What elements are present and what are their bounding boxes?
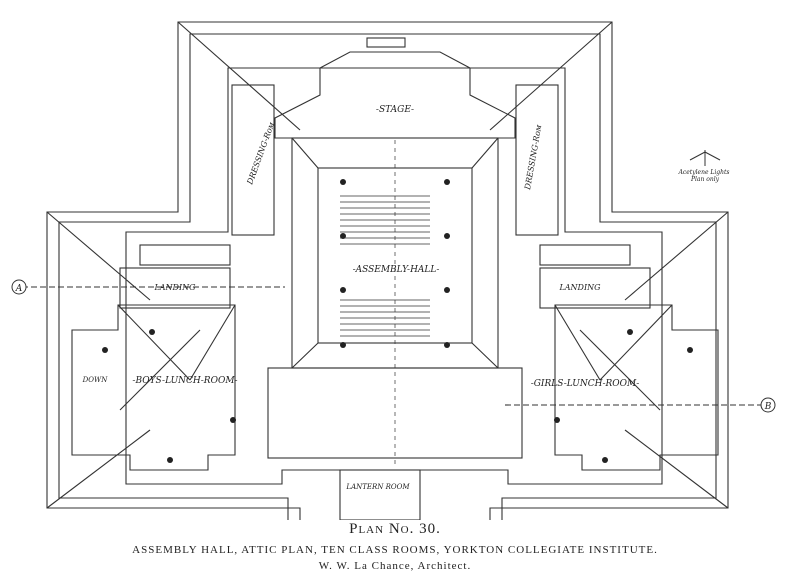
section-marker-b: B: [760, 397, 776, 413]
landing-right-label: LANDING: [558, 283, 601, 292]
lighting-note-line-2: Plan only: [690, 176, 720, 183]
section-marker-b-label: B: [764, 402, 772, 412]
landing-left-label: LANDING: [153, 283, 196, 292]
lantern-room-outline: [339, 469, 421, 520]
boys-lunch-room-label: -BOYS-LUNCH-ROOM-: [132, 376, 237, 386]
lighting-note: Acetylene Lights Plan only: [678, 169, 732, 183]
wall-outline: [125, 67, 663, 485]
north-arrow-icon: [689, 150, 721, 166]
floor-plan-drawing: A B Acetylene Lights Plan only -STAGE- -…: [11, 21, 776, 520]
lantern-room-label: LANTERN ROOM: [345, 483, 410, 491]
plan-subtitle: ASSEMBLY HALL, ATTIC PLAN, TEN CLASS ROO…: [132, 544, 658, 556]
lighting-note-line-1: Acetylene Lights: [678, 169, 730, 176]
girls-lunch-room-outline: [554, 304, 719, 471]
section-marker-a-label: A: [15, 284, 23, 294]
section-marker-a: A: [11, 279, 27, 295]
boys-lunch-room-outline: [71, 304, 236, 471]
girls-lunch-room-label: -GIRLS-LUNCH-ROOM-: [531, 379, 640, 389]
plan-title: Plan No. 30.: [349, 521, 441, 537]
dressing-room-right-label: DRESSING-Rᴏᴍ: [523, 123, 544, 191]
assembly-hall-label: -ASSEMBLY-HALL-: [353, 265, 440, 275]
stage-outline: [274, 68, 516, 139]
down-label: DOWN: [82, 376, 109, 384]
dressing-room-left-label: DRESSING-Rᴏᴍ: [245, 120, 276, 186]
architect-credit: W. W. La Chance, Architect.: [318, 560, 472, 572]
stage-label: -STAGE-: [376, 105, 414, 115]
